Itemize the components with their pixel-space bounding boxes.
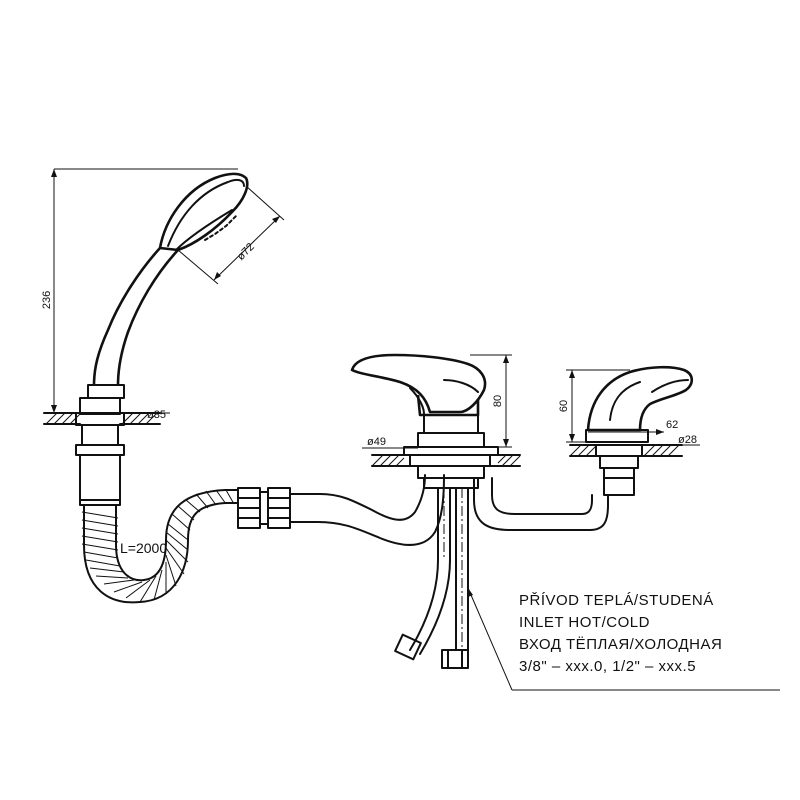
shower-supply-pipe [289,474,445,546]
dimension-height-shower: 236 [41,168,238,414]
inlet-hoses [394,487,469,669]
inlet-note: PŘÍVOD TEPLÁ/STUDENÁ INLET HOT/COLD ВХОД… [519,592,722,675]
note-line-english: INLET HOT/COLD [519,614,650,631]
dimension-label-49: ø49 [367,436,386,448]
flexible-hose: L=2000 [81,489,239,604]
note-line-russian: ВХОД ТЁПЛАЯ/ХОЛОДНАЯ [519,636,722,653]
mixer-valve: ø49 80 [350,353,521,489]
dimension-label-35: ø35 [147,409,166,421]
dimension-label-236: 236 [41,291,53,309]
shower-base: ø35 [43,397,170,506]
hose-coupling [237,487,291,529]
inlet-leader [467,587,780,691]
dimension-label-62: 62 [666,419,678,431]
hand-shower [87,172,249,399]
dimension-label-72: ø72 [235,241,257,263]
note-line-sizes: 3/8" – xxx.0, 1/2" – xxx.5 [519,658,696,675]
dimension-label-60: 60 [558,400,570,412]
dimension-label-80: 80 [492,395,504,407]
dimension-label-hose-length: L=2000 [120,540,167,556]
diverter-valve: 60 62 ø28 [558,365,700,496]
valve-connection-pipe [473,477,609,531]
note-line-czech: PŘÍVOD TEPLÁ/STUDENÁ [519,592,714,609]
dimension-label-28: ø28 [678,434,697,446]
